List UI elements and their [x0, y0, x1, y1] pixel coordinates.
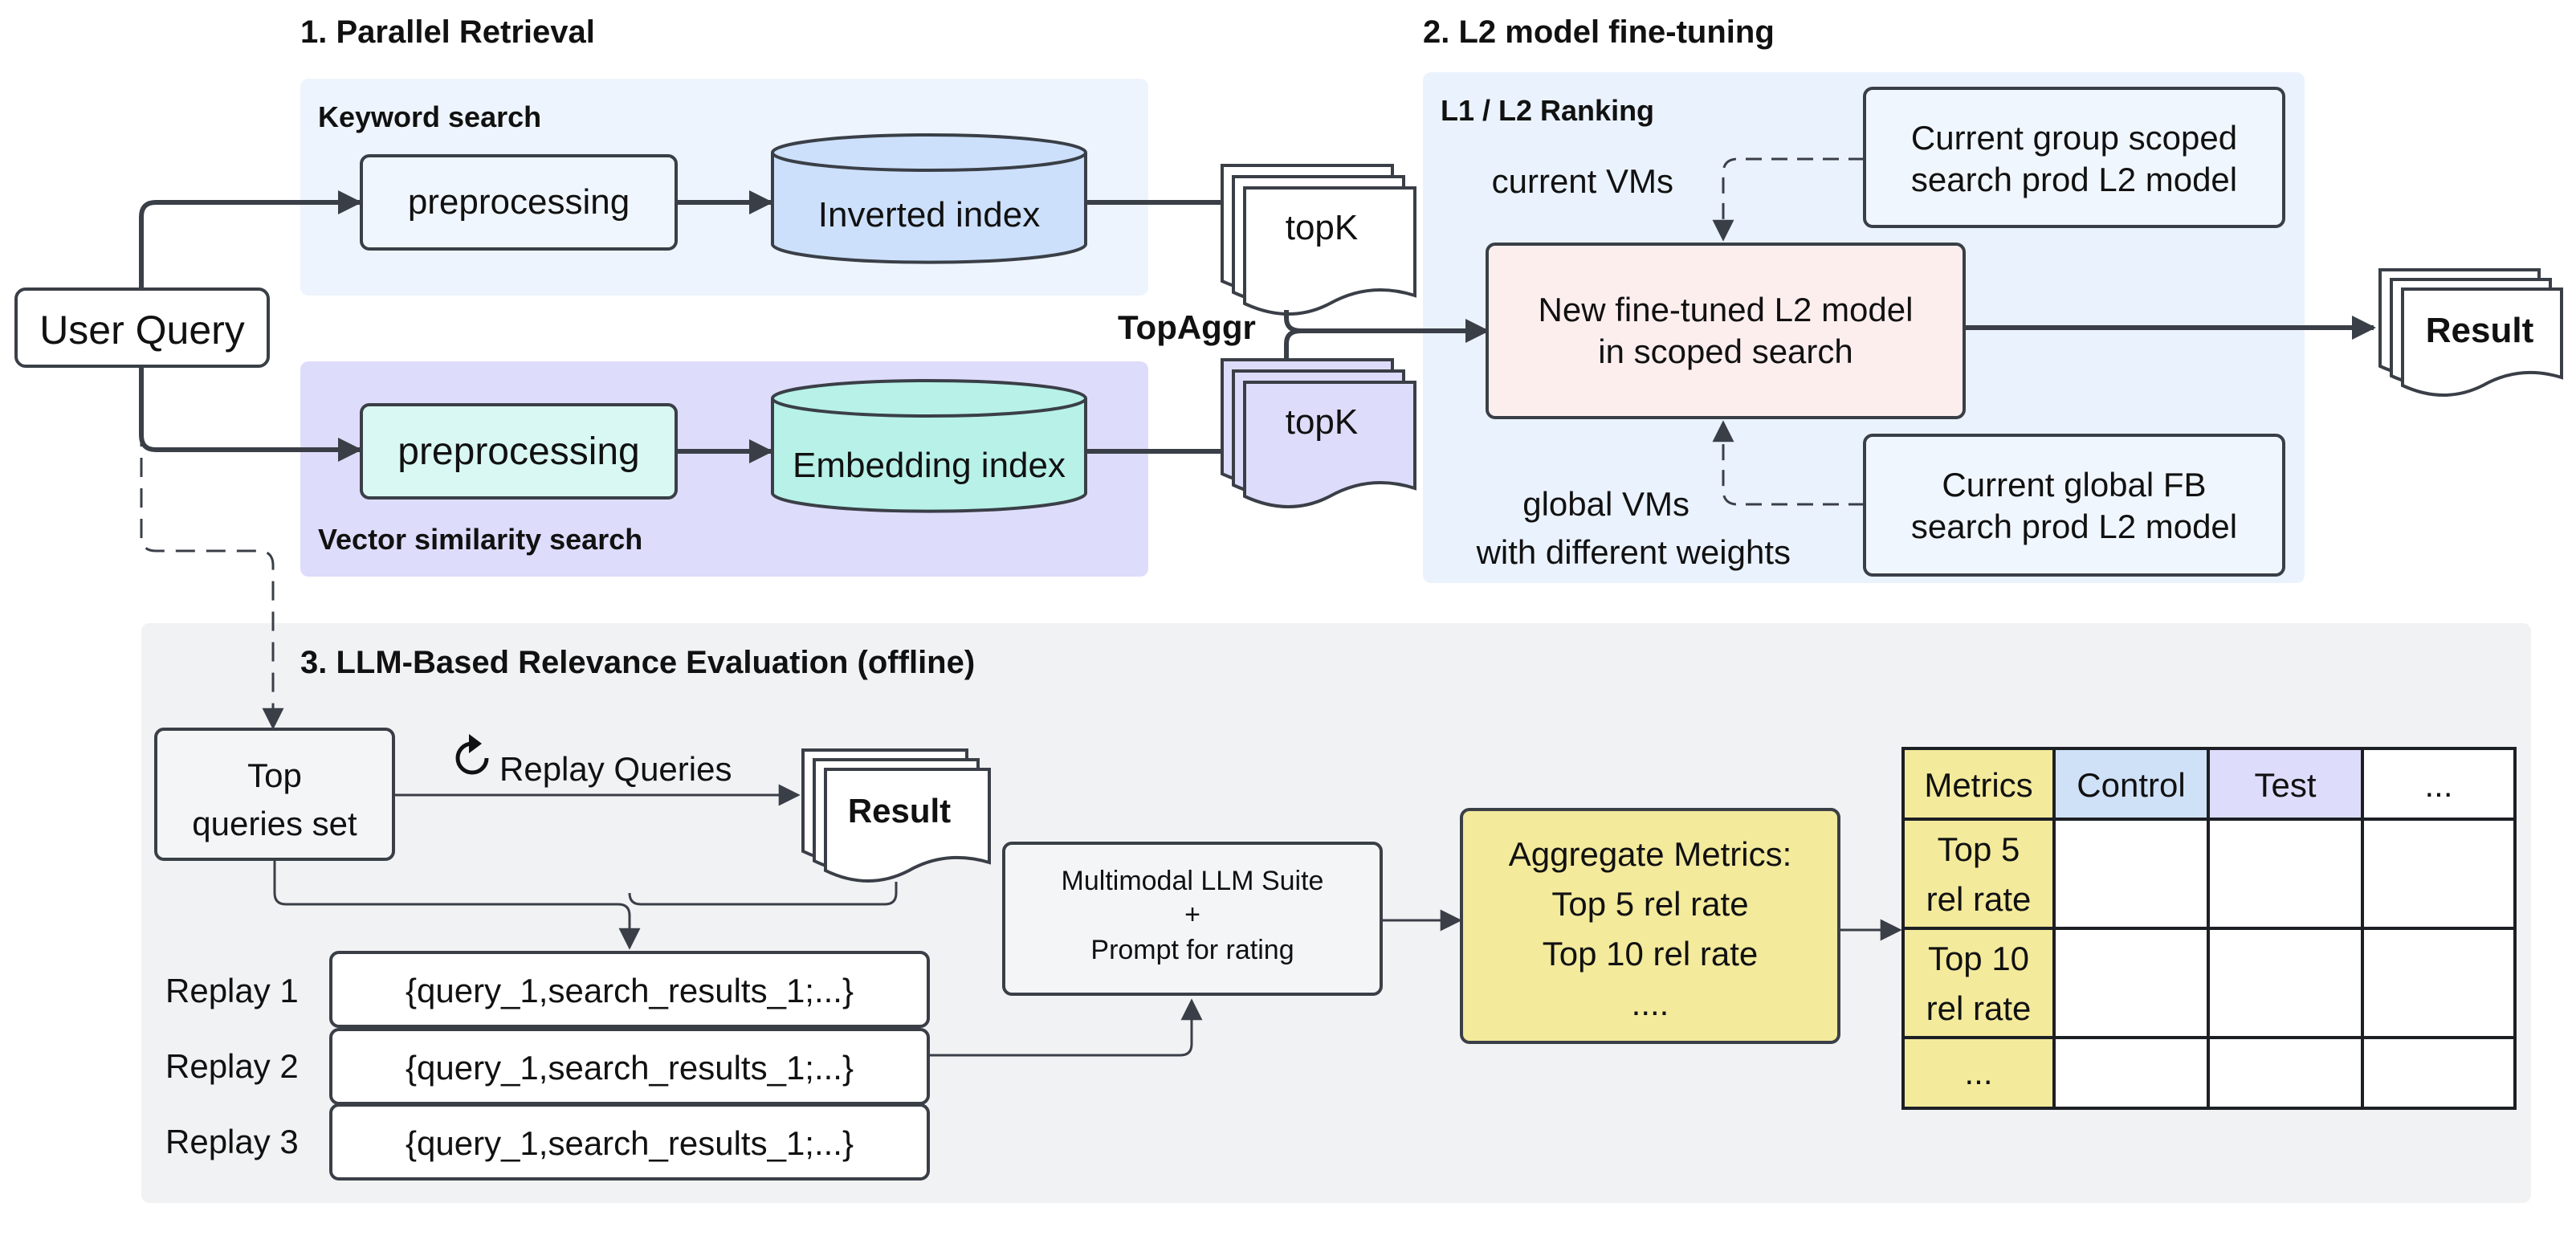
table-grid	[1901, 747, 2517, 1110]
keyword-preprocessing-label: preprocessing	[408, 182, 630, 222]
ranking-dashed-connectors	[1712, 157, 1865, 506]
vector-search-label: Vector similarity search	[318, 523, 642, 556]
keyword-topk-stack	[1221, 164, 1416, 316]
llm-suite-box	[1002, 842, 1383, 996]
global-model-line-2: search prod L2 model	[1911, 508, 2237, 545]
eval-result-label: Result	[848, 792, 951, 830]
table-header-control: Control	[2077, 766, 2185, 804]
table-cell-test-header	[2208, 748, 2362, 819]
table-cell-metrics-header	[1903, 748, 2054, 819]
table-cell-extra-header	[2362, 748, 2515, 819]
table-header-extra: ...	[2424, 766, 2452, 804]
global-vms-line-1: global VMs	[1522, 485, 1689, 523]
replay-3-box	[329, 1103, 930, 1181]
table-body	[2054, 819, 2515, 1108]
inverted-index-cylinder	[771, 133, 1087, 264]
replay-queries-label: Replay Queries	[499, 750, 732, 788]
retrieval-connectors	[139, 190, 1490, 463]
retrieval-section-title: 1. Parallel Retrieval	[300, 14, 595, 50]
global-model-line-1: Current global FB	[1942, 466, 2206, 504]
new-model-line-1: New fine-tuned L2 model	[1539, 291, 1914, 328]
aggregate-top5: Top 5 rel rate	[1551, 885, 1748, 923]
finetune-section-title: 2. L2 model fine-tuning	[1423, 14, 1775, 50]
new-model-box	[1486, 243, 1966, 419]
ranking-result-label: Result	[2426, 311, 2534, 350]
aggregate-title: Aggregate Metrics:	[1509, 835, 1792, 873]
replays-to-llm-connector	[928, 998, 1203, 1057]
table-row-3-line-1: ...	[1964, 1054, 1992, 1091]
replay-1-box	[329, 951, 930, 1028]
llm-suite-line-1: Multimodal LLM Suite	[1062, 866, 1324, 896]
merge-connector	[273, 859, 898, 950]
query-to-eval-connector	[140, 366, 284, 730]
table-row-1-line-2: rel rate	[1926, 880, 2032, 918]
keyword-search-label: Keyword search	[318, 100, 541, 133]
replay-2-label: Replay 2	[165, 1047, 299, 1085]
embedding-index-label: Embedding index	[793, 446, 1066, 485]
current-vms-label: current VMs	[1492, 162, 1673, 200]
global-vms-line-2: with different weights	[1476, 533, 1791, 571]
keyword-topk-label: topK	[1286, 208, 1359, 247]
global-model-box	[1863, 434, 2285, 577]
replay-3-value: {query_1,search_results_1;...}	[406, 1124, 854, 1162]
ranking-result-stack	[2378, 268, 2563, 397]
top-queries-line-2: queries set	[192, 805, 357, 842]
group-model-box	[1863, 87, 2285, 228]
table-column-metrics	[1903, 819, 2054, 1108]
table-header-test: Test	[2254, 766, 2316, 804]
refresh-icon	[455, 734, 489, 775]
group-model-line-2: search prod L2 model	[1911, 161, 2237, 198]
llm-suite-line-2: +	[1184, 899, 1200, 930]
topaggr-label: TopAggr	[1118, 308, 1256, 346]
replay-3-label: Replay 3	[165, 1123, 299, 1160]
aggregate-metrics-box	[1460, 808, 1840, 1044]
vector-preprocessing-label: preprocessing	[397, 430, 640, 473]
replay-1-value: {query_1,search_results_1;...}	[406, 972, 854, 1009]
vector-topk-stack	[1221, 358, 1416, 508]
group-model-line-1: Current group scoped	[1911, 119, 2237, 157]
aggregate-top10: Top 10 rel rate	[1543, 935, 1759, 973]
user-query-label: User Query	[39, 308, 245, 353]
replay-2-value: {query_1,search_results_1;...}	[406, 1049, 854, 1087]
top-queries-line-1: Top	[247, 756, 302, 794]
table-row-1-line-1: Top 5	[1938, 830, 2020, 868]
llm-suite-line-3: Prompt for rating	[1090, 935, 1294, 965]
vector-topk-label: topK	[1286, 402, 1359, 442]
replay-1-label: Replay 1	[165, 972, 299, 1009]
metrics-table: Metrics Control Test ... Top 5 rel rate …	[1901, 747, 2517, 1110]
inverted-index-label: Inverted index	[818, 195, 1040, 234]
eval-result-stack	[801, 748, 991, 883]
table-row-2-line-2: rel rate	[1926, 989, 2032, 1027]
aggregate-more: ....	[1632, 985, 1669, 1022]
table-header-metrics: Metrics	[1924, 766, 2032, 804]
ranking-label: L1 / L2 Ranking	[1441, 94, 1654, 127]
embedding-index-cylinder	[771, 379, 1087, 513]
new-model-line-2: in scoped search	[1598, 332, 1853, 370]
table-row-2-line-1: Top 10	[1928, 940, 2029, 977]
evaluation-section-title: 3. LLM-Based Relevance Evaluation (offli…	[300, 645, 975, 680]
table-cell-control-header	[2054, 748, 2208, 819]
